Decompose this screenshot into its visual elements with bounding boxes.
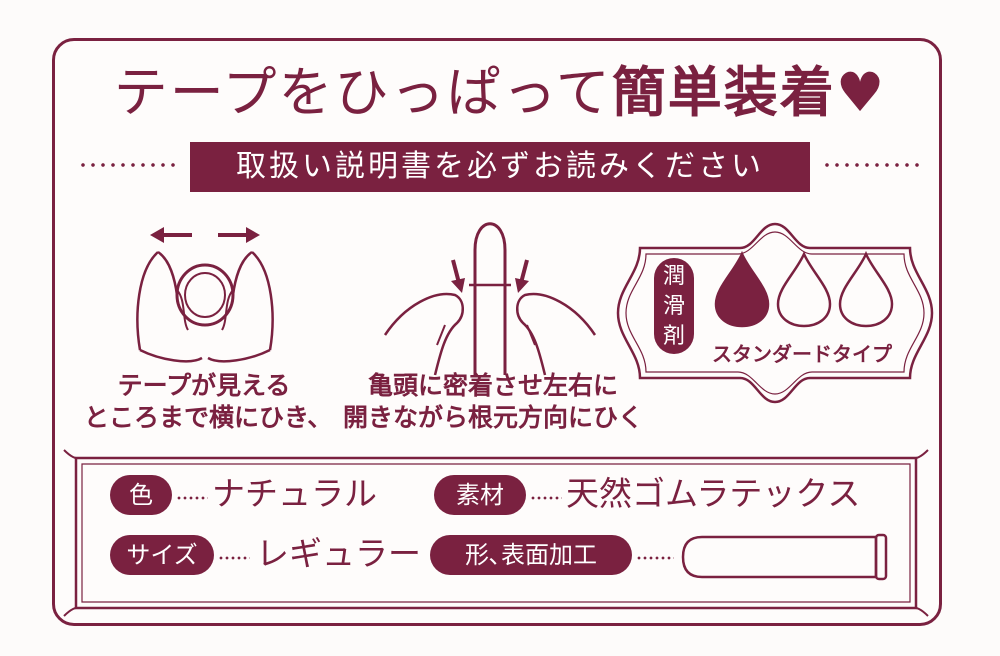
lubrication-char-1: 潤 (662, 264, 685, 289)
shape-leader-dots (636, 556, 674, 560)
heart-icon: ♥ (835, 61, 887, 124)
step-2-caption: 亀頭に密着させ左右に 開きながら根元方向にひく (338, 370, 648, 434)
right-arrow-icon (218, 227, 260, 243)
step-2-line-2: 開きながら根元方向にひく (342, 403, 643, 432)
size-value: レギュラー (256, 534, 421, 573)
left-arrow-icon (150, 227, 192, 243)
color-value: ナチュラル (212, 474, 377, 513)
banner-right-dots (822, 163, 922, 167)
lubrication-label: 潤 滑 剤 (654, 258, 694, 354)
size-leader-dots (218, 556, 250, 560)
empty-drop-icon (838, 250, 894, 328)
hands-stretch-illustration (136, 227, 274, 363)
fingers-unroll-illustration (383, 222, 597, 376)
page-title: テープをひっぱって簡単装着♥ (0, 48, 1000, 127)
title-kana: テープをひっぱって (113, 61, 612, 124)
step-1-line-2: ところまで横にひき、 (84, 403, 333, 432)
banner-left-dots (78, 163, 178, 167)
down-arrow-icon (451, 259, 465, 293)
down-arrow-icon (515, 259, 529, 293)
color-leader-dots (176, 496, 208, 500)
step-2-line-1: 亀頭に密着させ左右に (367, 371, 618, 400)
lubrication-char-2: 滑 (662, 294, 685, 319)
filled-drop-icon (714, 250, 770, 328)
lubrication-type-label: スタンダードタイプ (712, 342, 892, 366)
material-value: 天然ゴムラテックス (566, 474, 861, 513)
package-card (52, 38, 942, 626)
lubrication-ornate-frame (616, 222, 934, 404)
shape-label-pill: 形､表面加工 (430, 535, 632, 575)
material-leader-dots (530, 496, 562, 500)
material-label-pill: 素材 (434, 475, 526, 515)
empty-drop-icon (776, 250, 832, 328)
color-label-pill: 色 (110, 475, 172, 515)
size-label-pill: サイズ (110, 535, 214, 575)
lubrication-level-drops (714, 250, 894, 328)
spec-ornate-frame (63, 449, 929, 617)
straight-shape-icon (681, 533, 888, 581)
instruction-banner: 取扱い説明書を必ずお読みください (190, 142, 810, 192)
title-kanji: 簡単装着 (611, 61, 836, 124)
step-1-caption: テープが見える ところまで横にひき、 (84, 370, 333, 434)
step-1-line-1: テープが見える (117, 371, 291, 400)
lubrication-char-3: 剤 (662, 324, 685, 349)
